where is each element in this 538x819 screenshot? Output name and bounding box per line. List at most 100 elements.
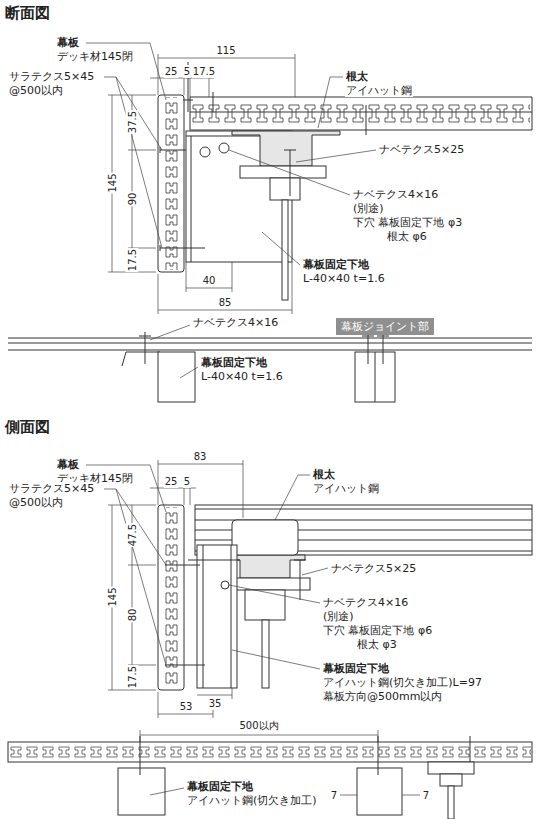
- deck-board: [195, 505, 532, 555]
- fascia-board: [159, 97, 183, 270]
- leader-line: [229, 585, 320, 603]
- dimension-line: [108, 505, 156, 506]
- callout-text: 幕板方向@500mm以内: [322, 690, 443, 703]
- fascia-board: [158, 95, 184, 272]
- sheet-title: 断面図: [4, 4, 51, 22]
- bracket-spacing-detail: [340, 795, 357, 796]
- dimension-line: [186, 262, 187, 292]
- part-name: 根太: [312, 468, 336, 481]
- dimension-line: [186, 288, 232, 289]
- part-name: 根太: [345, 70, 369, 83]
- dimension-value: 145: [106, 586, 119, 607]
- callout-text: 根太 φ6: [386, 230, 428, 243]
- fascia-board: [158, 505, 184, 690]
- leader-line: [86, 465, 328, 669]
- bracket-spacing-detail: [470, 736, 471, 762]
- dimension-value: 80: [126, 608, 139, 623]
- dimension-line: [232, 262, 233, 292]
- callout-text: ナベテクス4×16: [322, 596, 409, 609]
- joint-detail: [145, 332, 146, 364]
- screw: [284, 150, 296, 151]
- fascia-board: [158, 505, 184, 690]
- dimension-line: [158, 460, 159, 505]
- leader-line: [262, 232, 300, 265]
- callout-text: ナベテクス4×16: [352, 188, 439, 201]
- dimension-line: [292, 262, 293, 314]
- dimension-value: 25: [164, 475, 179, 488]
- leader-line: [302, 568, 328, 575]
- joint-detail: [122, 352, 160, 366]
- screw: [160, 245, 161, 251]
- joint-detail: [8, 325, 532, 402]
- leader-line: [116, 77, 162, 248]
- screw: [160, 62, 366, 251]
- joint-detail: [158, 352, 195, 402]
- screw: [221, 581, 229, 589]
- dimension-line: [128, 565, 156, 566]
- dimension-value: 7: [330, 789, 338, 802]
- bracket-spacing-detail: [8, 730, 532, 819]
- bracket-spacing-detail: [428, 762, 474, 774]
- fascia-bracket: [231, 545, 232, 688]
- dimension-line: [243, 460, 244, 518]
- part-name: 幕板: [56, 36, 80, 49]
- part-name: 幕板固定下地: [322, 662, 390, 675]
- callout-text: ナベテクス5×25: [330, 562, 417, 575]
- dimension-value: 37.5: [126, 110, 139, 134]
- callout-text: ナベテクス4×16: [192, 316, 279, 329]
- dimension-value: 35: [208, 697, 223, 710]
- deck-board: [192, 99, 530, 128]
- screw: [165, 565, 200, 566]
- dimension-line: [295, 54, 296, 97]
- part-name: 幕板固定下地: [186, 780, 254, 793]
- dimension-line: [108, 460, 243, 718]
- deck-board: [195, 509, 532, 510]
- section-tag: 幕板ジョイント部: [336, 318, 434, 335]
- dimension-line: [158, 714, 213, 715]
- leader-line: [116, 489, 166, 665]
- bracket-spacing-detail: [448, 786, 454, 819]
- joint-detail: [355, 352, 395, 402]
- dimension-value: 5: [183, 475, 191, 488]
- leader-line: [86, 43, 376, 265]
- dimension-value: 90: [126, 192, 139, 207]
- callout-text: 下穴 幕板固定下地 φ3: [352, 216, 463, 229]
- dimension-line: [158, 310, 292, 311]
- screw: [219, 143, 229, 153]
- sheet-title: 側面図: [4, 418, 51, 436]
- callout-text: @500以内: [8, 84, 64, 97]
- dimension-line: [158, 58, 295, 59]
- screw: [165, 560, 306, 665]
- leader-line: [104, 489, 166, 565]
- dimension-value: 7: [422, 789, 430, 802]
- dimension-value: 115: [215, 44, 236, 57]
- screw: [183, 100, 193, 101]
- joist: [232, 131, 340, 166]
- joint-detail: [8, 338, 532, 339]
- bracket-spacing-detail: [378, 736, 379, 775]
- deck-board: [190, 97, 532, 130]
- bracket-spacing-detail: [150, 788, 184, 795]
- screw: [366, 105, 367, 135]
- screw: [165, 665, 205, 666]
- joist: [245, 590, 285, 620]
- callout-text: (別途): [352, 202, 385, 215]
- dimension-line: [108, 95, 156, 96]
- bracket-spacing-detail: [140, 735, 378, 736]
- dimension-line: [108, 54, 295, 314]
- joint-detail: [368, 332, 369, 364]
- deck-board: [190, 112, 532, 113]
- callout-text: アイハット鋼(切欠き加工): [186, 794, 318, 807]
- dimension-line: [197, 695, 232, 696]
- dimension-value: 47.5: [126, 523, 139, 547]
- callout-text: サラテクス5×45: [8, 482, 95, 495]
- leader-line: [296, 150, 376, 162]
- callout-text: (別途): [322, 610, 355, 623]
- dimension-line: [158, 274, 159, 314]
- joint-detail: [362, 336, 374, 337]
- bracket-spacing-detail: [8, 742, 532, 762]
- leader-line: [232, 650, 320, 669]
- part-name: 幕板: [56, 458, 80, 471]
- callout-text: L-40×40 t=1.6: [200, 370, 284, 383]
